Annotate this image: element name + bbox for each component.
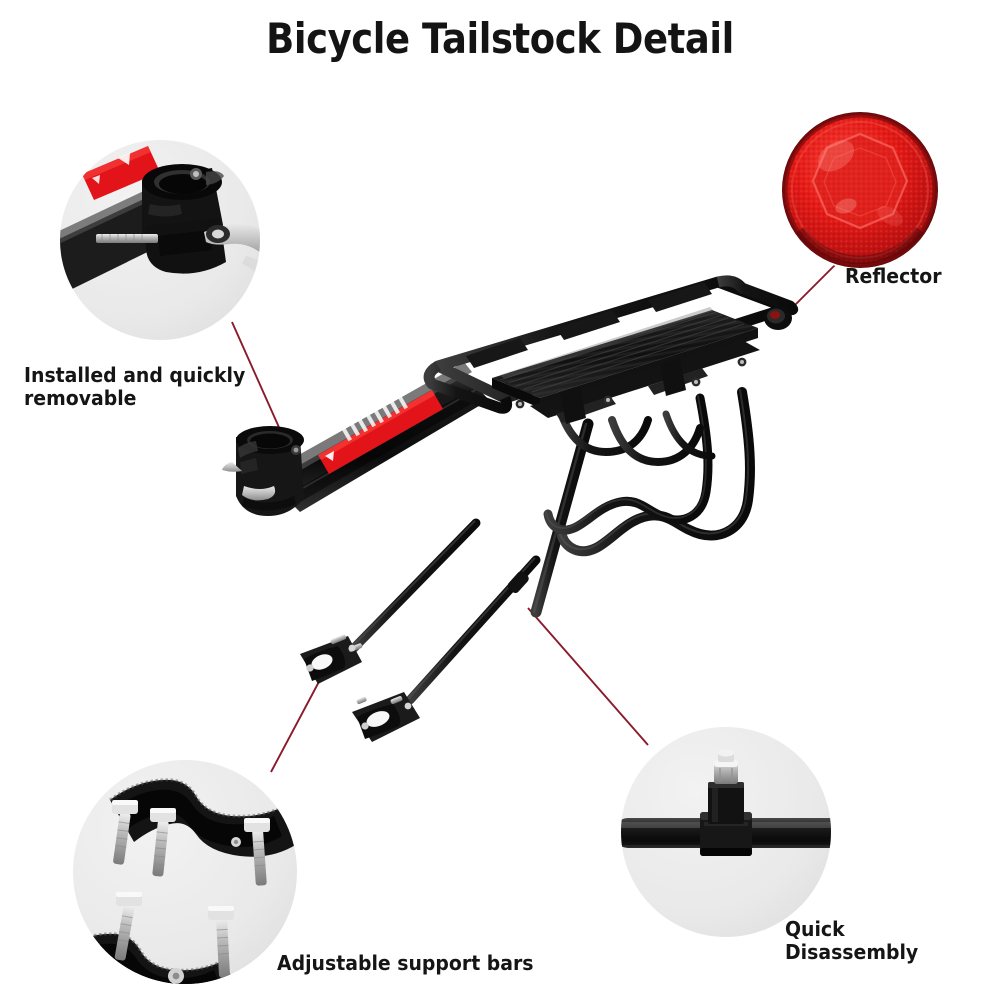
bicycle-rack-assembly bbox=[222, 275, 799, 742]
page-title: Bicycle Tailstock Detail bbox=[266, 14, 734, 63]
bolt-head-icon bbox=[714, 749, 738, 784]
callout-label-adjustable-support-bars: Adjustable support bars bbox=[277, 951, 534, 975]
reflector-disc bbox=[782, 112, 938, 268]
deck-bolts bbox=[515, 357, 747, 409]
callout-label-reflector: Reflector bbox=[845, 264, 942, 288]
rack-platform bbox=[423, 275, 799, 424]
warning-sticker bbox=[318, 390, 443, 474]
reflector-mount bbox=[764, 306, 792, 330]
support-leg-right bbox=[352, 555, 541, 742]
connector-block bbox=[708, 782, 744, 824]
u-clamp-bracket-upper bbox=[109, 778, 297, 886]
deck-cross-slats bbox=[466, 282, 712, 368]
rear-support-leg bbox=[530, 418, 594, 618]
detail-circle-installed-removable bbox=[60, 140, 260, 340]
deck-plate bbox=[492, 307, 758, 408]
bracket-bolts-upper bbox=[112, 800, 270, 886]
deck-side-brackets bbox=[560, 358, 686, 424]
detail-circle-quick-disassembly bbox=[621, 727, 831, 937]
leg-clamp-left bbox=[300, 634, 363, 684]
leader-line-support-bars bbox=[270, 675, 323, 773]
leader-line-quick-disassembly bbox=[527, 607, 649, 746]
detail-circle-adjustable-support-bars bbox=[73, 760, 297, 984]
support-leg-left bbox=[300, 518, 481, 684]
callout-label-installed-removable: Installed and quickly removable bbox=[24, 363, 246, 410]
side-rail-outer bbox=[557, 387, 755, 557]
detail-circle-reflector bbox=[780, 110, 940, 270]
side-rail-inner bbox=[543, 393, 713, 535]
seatpost-clamp bbox=[222, 426, 304, 516]
threaded-bolt-icon bbox=[96, 234, 158, 243]
under-deck-rails bbox=[556, 406, 716, 467]
bracket-bolts-lower bbox=[73, 892, 234, 984]
leg-clamp-right bbox=[352, 571, 529, 742]
quick-release-lever bbox=[204, 224, 260, 299]
callout-label-quick-disassembly: Quick Disassembly bbox=[785, 917, 919, 964]
